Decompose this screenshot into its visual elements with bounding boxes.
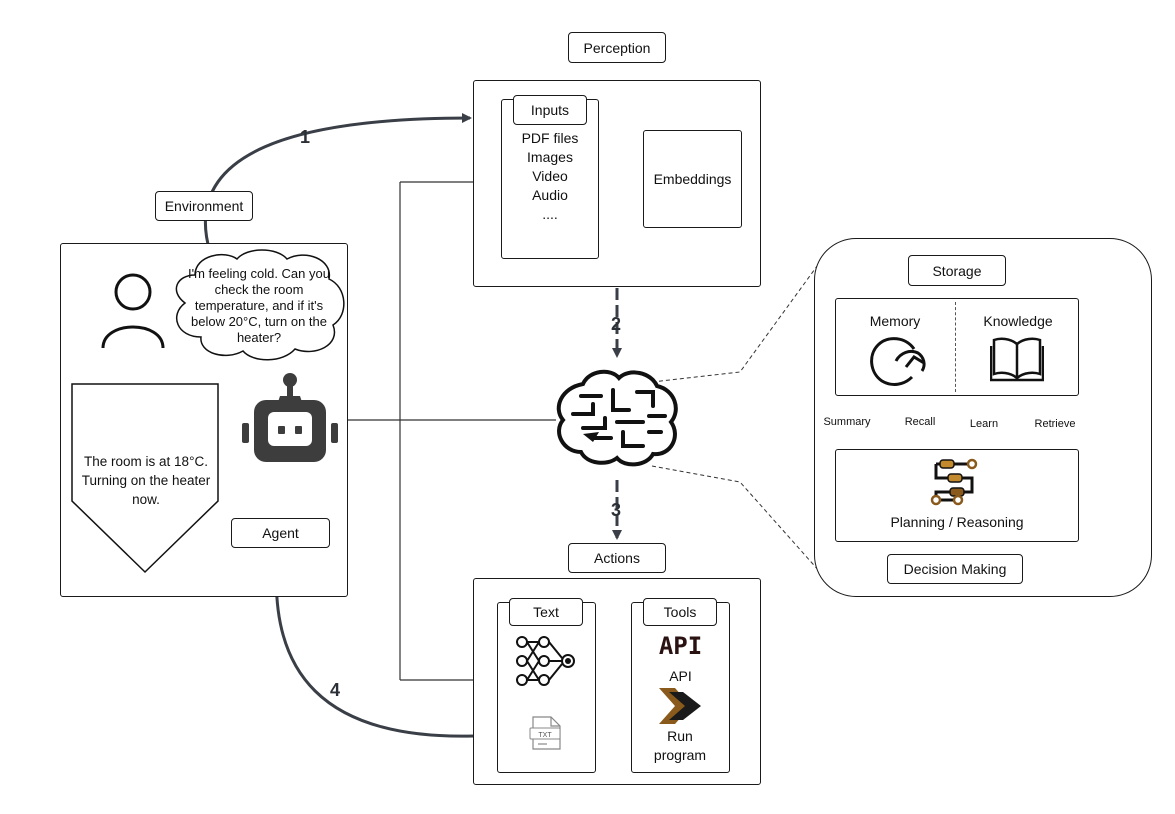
planning-label: Planning / Reasoning — [890, 514, 1024, 530]
inputs-box — [501, 99, 599, 259]
refresh-icon — [870, 337, 926, 386]
arrow-1 — [203, 113, 472, 253]
retrieve-label: Retrieve — [1034, 418, 1076, 430]
text-label: Text — [509, 598, 583, 626]
step-1-label: 1 — [300, 127, 311, 147]
inputs-list: PDF files Images Video Audio .... — [501, 129, 599, 224]
environment-label: Environment — [155, 191, 253, 221]
agent-reply: The room is at 18°C. Turning on the heat… — [81, 454, 211, 507]
input-item-video: Video — [532, 168, 568, 184]
user-icon — [101, 273, 165, 349]
summary-label: Summary — [823, 416, 871, 428]
input-item-pdf: PDF files — [521, 130, 579, 146]
txt-file-icon: TXT — [529, 716, 561, 750]
step-4-label: 4 — [330, 680, 341, 700]
book-icon — [990, 337, 1044, 382]
inputs-label: Inputs — [513, 95, 587, 125]
learn-label: Learn — [969, 418, 999, 430]
reply-bubble — [71, 383, 219, 574]
decision-making-label: Decision Making — [887, 554, 1023, 584]
storage-divider — [955, 302, 956, 392]
neural-network-icon — [516, 636, 575, 686]
actions-label: Actions — [568, 543, 666, 573]
tools-box — [631, 602, 730, 773]
input-item-audio: Audio — [532, 187, 568, 203]
workflow-icon — [930, 458, 978, 506]
run-program-icon — [659, 688, 701, 724]
tools-label: Tools — [643, 598, 717, 626]
api-logo: API — [658, 632, 703, 660]
user-message: I'm feeling cold. Can you check the room… — [188, 266, 330, 345]
agent-label: Agent — [231, 518, 330, 548]
memory-label: Memory — [869, 313, 921, 329]
embeddings-box: Embeddings — [643, 130, 742, 228]
txt-file-text: TXT — [538, 732, 552, 739]
storage-label: Storage — [908, 255, 1006, 286]
speech-cloud — [175, 249, 345, 361]
api-text: API — [669, 668, 692, 684]
arrow-4 — [271, 560, 475, 738]
run-program-text: Run program — [653, 728, 707, 763]
step-3-label: 3 — [611, 500, 622, 520]
input-item-images: Images — [527, 149, 573, 165]
brain-icon — [556, 369, 678, 467]
step-2-label: 2 — [611, 314, 622, 334]
perception-label: Perception — [568, 32, 666, 63]
robot-icon — [242, 373, 338, 462]
input-item-more: .... — [542, 206, 558, 222]
knowledge-label: Knowledge — [983, 313, 1053, 329]
recall-label: Recall — [904, 416, 936, 428]
